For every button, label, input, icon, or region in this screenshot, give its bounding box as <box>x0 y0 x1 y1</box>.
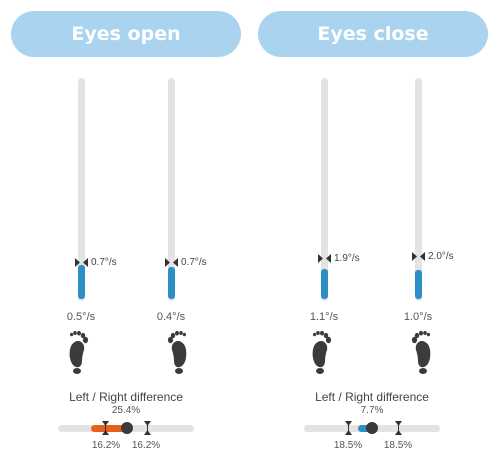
eyes-close-left-track <box>321 78 328 301</box>
eyes-close-right-track <box>415 78 422 301</box>
eyes-open-left-footprint-icon <box>67 330 95 374</box>
eyes-close-left-limit: 18.5% <box>333 440 363 451</box>
eyes-close-header: Eyes close <box>258 11 488 57</box>
eyes-close-right-limit: 18.5% <box>383 440 413 451</box>
eyes-open-diff-title: Left / Right difference <box>69 390 183 404</box>
eyes-close-diff-title: Left / Right difference <box>315 390 429 404</box>
eyes-close-left-footprint-icon <box>310 330 338 374</box>
eyes-close-left-reference: 1.9°/s <box>334 253 360 264</box>
eyes-close-right-footprint-icon <box>405 330 433 374</box>
eyes-close-right-ref-marker-icon <box>412 252 425 261</box>
eyes-open-diff-indicator <box>121 422 133 434</box>
eyes-close-diff-segment <box>358 425 372 432</box>
eyes-open-right-limit-tick-icon <box>144 421 151 435</box>
eyes-close-diff-indicator <box>366 422 378 434</box>
eyes-open-right-track <box>168 78 175 301</box>
eyes-open-left-track <box>78 78 85 301</box>
eyes-close-title: Eyes close <box>317 23 429 45</box>
eyes-open-left-ref-marker-icon <box>75 258 88 267</box>
eyes-open-left-reference: 0.7°/s <box>91 257 117 268</box>
eyes-close-left-value: 1.1°/s <box>309 311 339 323</box>
eyes-open-right-reference: 0.7°/s <box>181 257 207 268</box>
eyes-close-right-fill <box>415 270 422 299</box>
eyes-close-right-reference: 2.0°/s <box>428 251 454 262</box>
eyes-open-right-ref-marker-icon <box>165 258 178 267</box>
eyes-open-left-fill <box>78 265 85 299</box>
eyes-open-right-footprint-icon <box>161 330 189 374</box>
eyes-close-right-limit-tick-icon <box>395 421 402 435</box>
eyes-open-diff-segment <box>91 425 129 432</box>
eyes-open-diff-value: 25.4% <box>111 405 141 416</box>
eyes-close-diff-value: 7.7% <box>360 405 384 416</box>
eyes-open-right-limit: 16.2% <box>131 440 161 451</box>
eyes-open-left-limit: 16.2% <box>91 440 121 451</box>
eyes-open-header: Eyes open <box>11 11 241 57</box>
eyes-open-left-value: 0.5°/s <box>66 311 96 323</box>
eyes-open-left-limit-tick-icon <box>102 421 109 435</box>
eyes-open-title: Eyes open <box>71 23 181 45</box>
eyes-open-right-value: 0.4°/s <box>156 311 186 323</box>
eyes-close-right-value: 1.0°/s <box>403 311 433 323</box>
eyes-open-right-fill <box>168 267 175 299</box>
eyes-close-left-limit-tick-icon <box>345 421 352 435</box>
eyes-close-left-ref-marker-icon <box>318 254 331 263</box>
eyes-close-left-fill <box>321 269 328 299</box>
